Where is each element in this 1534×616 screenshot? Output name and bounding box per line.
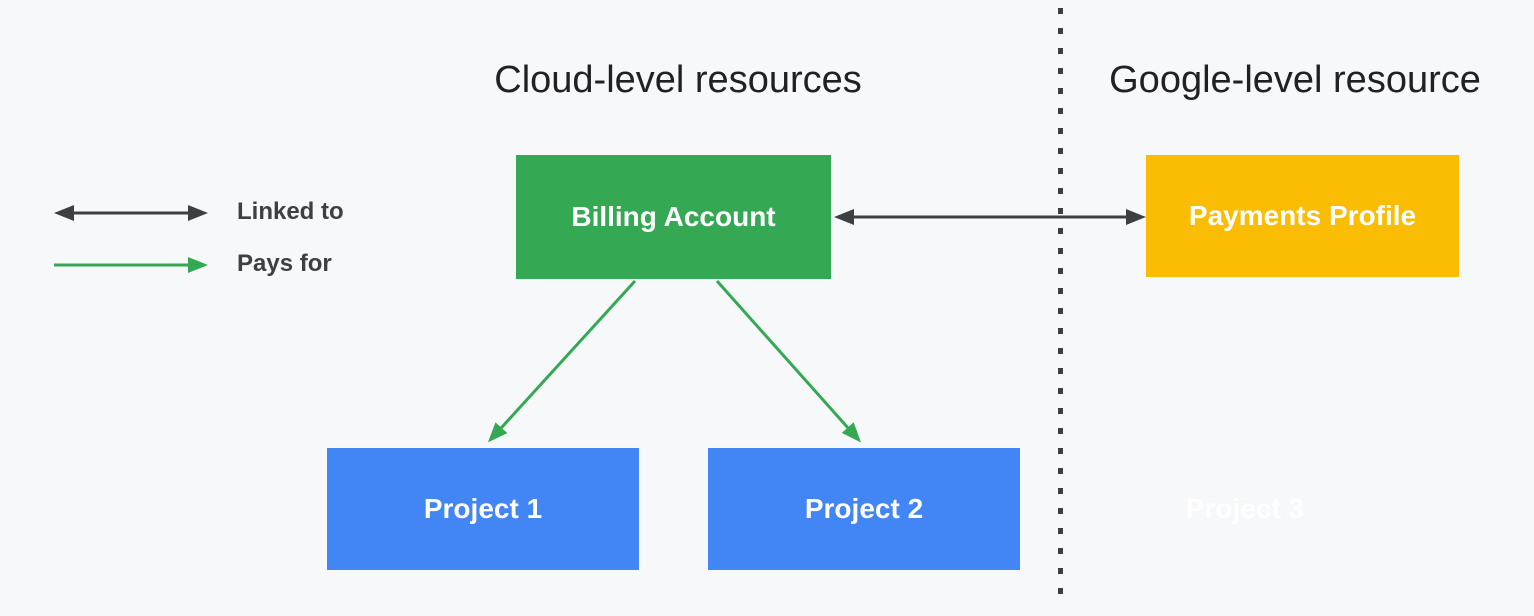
- payments-profile-node: Payments Profile: [1146, 155, 1459, 277]
- bidirectional-arrow-icon: [54, 205, 208, 221]
- billing-account-node: Billing Account: [516, 155, 831, 279]
- project-1-label: Project 1: [423, 493, 543, 524]
- project-1-node: Project 1: [327, 448, 639, 570]
- pays-for-edge-billing-project1: [487, 279, 637, 443]
- project-2-label: Project 2: [804, 493, 924, 524]
- pays-for-arrow-icon: [54, 257, 208, 273]
- project-2-node: Project 2: [708, 448, 1020, 570]
- project-3-label: Project 3: [1185, 493, 1305, 524]
- cloud-level-title: Cloud-level resources: [494, 59, 862, 101]
- billing-account-label: Billing Account: [571, 201, 776, 232]
- boundary-divider-dotted-line: [1058, 8, 1063, 608]
- project-3-node: Project 3: [1089, 448, 1401, 570]
- google-level-title: Google-level resource: [1109, 59, 1481, 101]
- legend-label-pays-for: Pays for: [237, 250, 332, 277]
- pays-for-edge-billing-project2: [715, 280, 861, 443]
- legend-label-linked-to: Linked to: [237, 198, 344, 225]
- payments-profile-label: Payments Profile: [1188, 200, 1417, 231]
